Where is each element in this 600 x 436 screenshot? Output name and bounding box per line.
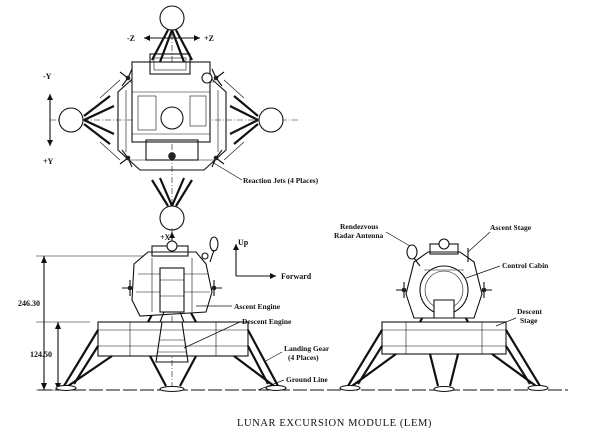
front-landing-legs bbox=[339, 329, 549, 393]
radar-antenna-label: Radar Antenna bbox=[334, 231, 383, 240]
z-axis-arrows bbox=[144, 35, 200, 41]
top-footpad-lower bbox=[159, 205, 185, 231]
up-label: Up bbox=[238, 238, 249, 247]
top-footpad-right bbox=[258, 107, 284, 133]
top-antenna-dish bbox=[201, 72, 213, 84]
y-axis-arrows bbox=[47, 94, 53, 146]
top-footpad-left bbox=[58, 107, 84, 133]
pos-z-label: +Z bbox=[204, 34, 214, 43]
front-view: Rendezvous Radar Antenna Ascent Stage Co… bbox=[334, 222, 549, 393]
side-antenna bbox=[209, 236, 219, 252]
neg-z-label: -Z bbox=[127, 34, 135, 43]
front-docking-port bbox=[438, 238, 450, 250]
reaction-jets-label: Reaction Jets (4 Places) bbox=[243, 176, 319, 185]
side-landing-legs bbox=[55, 329, 287, 393]
pos-x-label: +X bbox=[160, 233, 171, 242]
forward-label: Forward bbox=[281, 272, 312, 281]
top-docking-hatch bbox=[160, 106, 184, 130]
control-cabin-label: Control Cabin bbox=[502, 261, 549, 270]
descent-height-dimension: 124.50 bbox=[30, 350, 52, 359]
side-descent-engine bbox=[155, 321, 189, 363]
diagram-caption: LUNAR EXCURSION MODULE (LEM) bbox=[237, 418, 432, 429]
ascent-stage-label: Ascent Stage bbox=[490, 223, 532, 232]
landing-gear-places-label: (4 Places) bbox=[288, 353, 319, 362]
side-descent-stage bbox=[97, 321, 249, 357]
top-landing-struts bbox=[83, 29, 259, 207]
top-footpad-upper bbox=[159, 5, 185, 31]
side-ascent-engine bbox=[159, 311, 185, 323]
neg-y-label: -Y bbox=[43, 72, 52, 81]
front-descent-stage bbox=[381, 321, 507, 355]
descent-engine-label: Descent Engine bbox=[242, 317, 292, 326]
pos-y-label: +Y bbox=[43, 157, 54, 166]
total-height-dimension: 246.30 bbox=[18, 299, 40, 308]
ascent-engine-label: Ascent Engine bbox=[234, 302, 281, 311]
rendezvous-label: Rendezvous bbox=[340, 222, 378, 231]
front-reaction-jets bbox=[396, 282, 492, 298]
descent-stage-label: Descent bbox=[517, 307, 542, 316]
landing-gear-label: Landing Gear bbox=[284, 344, 330, 353]
ground-line-label: Ground Line bbox=[286, 375, 328, 384]
up-forward-axes bbox=[233, 244, 276, 279]
front-radar-antenna bbox=[406, 244, 418, 260]
side-docking-port bbox=[166, 240, 178, 252]
side-reaction-jets bbox=[122, 280, 222, 296]
descent-stage-label-2: Stage bbox=[520, 316, 538, 325]
top-view: -Z +Z -Y +Y bbox=[43, 5, 319, 231]
top-reaction-jets bbox=[119, 68, 225, 168]
side-view: Ground Line 246.30 124.50 +X Up Forward bbox=[18, 228, 568, 393]
